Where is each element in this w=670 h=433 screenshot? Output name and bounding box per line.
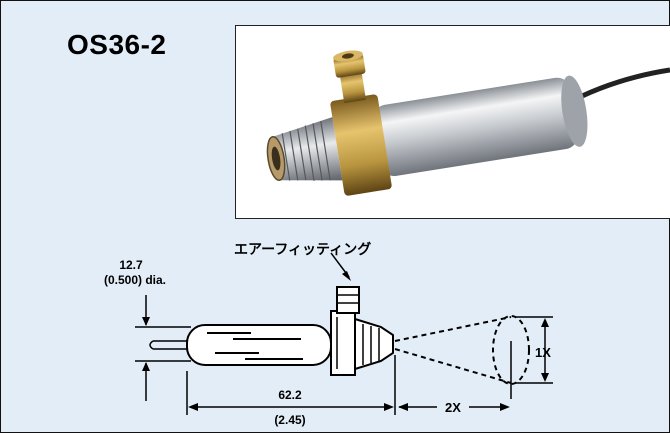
- diameter-dimension: [135, 295, 191, 401]
- length-value: 62.2: [278, 388, 302, 402]
- spot-diameter-arrow-top: [541, 318, 549, 327]
- length-dimension: [186, 355, 396, 415]
- field-of-view-cone: [394, 315, 530, 385]
- body-shading-lines: [207, 332, 303, 360]
- spot-distance-arrow-right: [500, 403, 510, 411]
- length-arrow-right: [384, 403, 394, 411]
- diameter-arrow-bottom: [142, 362, 150, 371]
- brass-hex-nut: [330, 94, 392, 196]
- sensor-body: [266, 50, 588, 196]
- diameter-arrow-top: [142, 317, 150, 326]
- spot-diameter-dimension: [515, 316, 553, 384]
- air-fitting-leader-arrow: [342, 271, 351, 281]
- threaded-nose-outline: [354, 317, 394, 371]
- cable-stub: [149, 340, 189, 350]
- dimension-drawing: エアーフィッティング 12.7 (0.500) dia.: [104, 241, 553, 427]
- product-photo-illustration: [266, 50, 670, 196]
- diameter-imperial: (0.500) dia.: [104, 273, 166, 287]
- product-photo: [235, 25, 670, 219]
- length-arrow-left: [188, 403, 198, 411]
- thread-lines: [281, 120, 331, 181]
- spot-distance-label: 2X: [445, 400, 461, 415]
- length-imperial: (2.45): [274, 413, 305, 427]
- air-fitting-outline: [336, 286, 360, 314]
- nose-thread-lines: [362, 324, 380, 365]
- spot-diameter-arrow-bottom: [541, 373, 549, 382]
- spot-distance-arrow-left: [398, 403, 408, 411]
- spot-diameter-label: 1X: [535, 345, 551, 360]
- air-fitting-label: エアーフィッティング: [234, 241, 371, 257]
- diameter-value: 12.7: [119, 258, 143, 272]
- air-fitting-stem: [339, 70, 366, 104]
- model-title: OS36-2: [67, 29, 167, 60]
- hex-fitting-outline: [330, 310, 356, 376]
